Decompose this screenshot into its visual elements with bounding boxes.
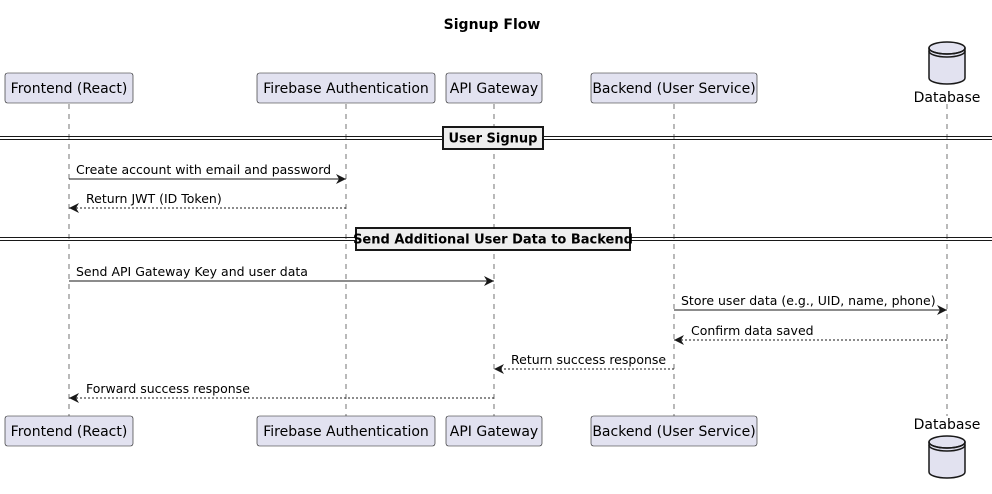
participant-gateway-bottom: API Gateway bbox=[445, 415, 543, 447]
divider-label: User Signup bbox=[449, 132, 538, 147]
participant-label: Firebase Authentication bbox=[263, 424, 429, 440]
message-label: Confirm data saved bbox=[691, 323, 814, 338]
message-2: Return JWT (ID Token) bbox=[69, 191, 346, 213]
database-icon bbox=[928, 41, 966, 85]
group-divider: User Signup bbox=[0, 126, 992, 150]
divider-box bbox=[442, 126, 544, 150]
participant-label: Backend (User Service) bbox=[592, 424, 755, 440]
participant-label: Firebase Authentication bbox=[263, 81, 429, 97]
participant-label: API Gateway bbox=[450, 81, 538, 97]
message-7: Forward success response bbox=[69, 381, 494, 403]
participant-database-bottom: Database bbox=[914, 417, 981, 479]
divider-box bbox=[355, 227, 631, 251]
participant-firebase-bottom: Firebase Authentication bbox=[256, 415, 436, 447]
participant-label: API Gateway bbox=[450, 424, 538, 440]
participant-box bbox=[445, 415, 543, 447]
participant-frontend-top: Frontend (React) bbox=[4, 72, 134, 104]
message-label: Return JWT (ID Token) bbox=[86, 191, 222, 206]
participant-box bbox=[590, 415, 758, 447]
participant-label: Database bbox=[914, 417, 981, 433]
participant-frontend-bottom: Frontend (React) bbox=[4, 415, 134, 447]
database-icon bbox=[928, 435, 966, 479]
participant-box bbox=[590, 72, 758, 104]
group-divider: Send Additional User Data to Backend bbox=[0, 227, 992, 251]
participant-box bbox=[256, 72, 436, 104]
participant-box bbox=[256, 415, 436, 447]
participant-backend-top: Backend (User Service) bbox=[590, 72, 758, 104]
message-label: Create account with email and password bbox=[76, 162, 331, 177]
divider-label: Send Additional User Data to Backend bbox=[353, 233, 633, 248]
participant-box bbox=[4, 415, 134, 447]
message-3: Send API Gateway Key and user data bbox=[69, 264, 494, 286]
participants: Frontend (React) Frontend (React) Firebase… bbox=[4, 41, 981, 479]
participant-database-top: Database bbox=[914, 41, 981, 106]
message-1: Create account with email and password bbox=[69, 162, 346, 184]
participant-firebase-top: Firebase Authentication bbox=[256, 72, 436, 104]
message-label: Forward success response bbox=[86, 381, 250, 396]
diagram-title: Signup Flow bbox=[444, 17, 541, 33]
participant-label: Frontend (React) bbox=[11, 81, 128, 97]
message-label: Send API Gateway Key and user data bbox=[76, 264, 308, 279]
messages: Create account with email and passwordRe… bbox=[69, 162, 947, 403]
participant-box bbox=[4, 72, 134, 104]
participant-label: Backend (User Service) bbox=[592, 81, 755, 97]
message-4: Store user data (e.g., UID, name, phone) bbox=[674, 293, 947, 315]
message-5: Confirm data saved bbox=[674, 323, 947, 345]
participant-box bbox=[445, 72, 543, 104]
message-6: Return success response bbox=[494, 352, 674, 374]
message-label: Return success response bbox=[511, 352, 666, 367]
message-label: Store user data (e.g., UID, name, phone) bbox=[681, 293, 936, 308]
participant-gateway-top: API Gateway bbox=[445, 72, 543, 104]
participant-backend-bottom: Backend (User Service) bbox=[590, 415, 758, 447]
participant-label: Frontend (React) bbox=[11, 424, 128, 440]
participant-label: Database bbox=[914, 90, 981, 106]
